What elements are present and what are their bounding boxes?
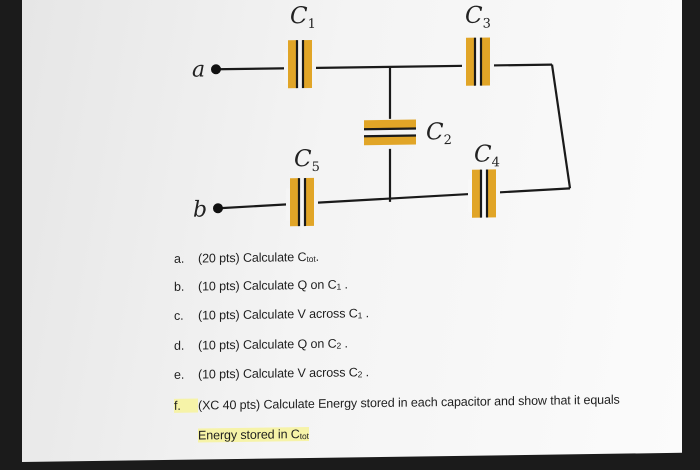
question-tail: . xyxy=(315,249,319,264)
question-text: (20 pts) Calculate C xyxy=(198,250,307,266)
question-d: d.(10 pts) Calculate Q on C2 . xyxy=(174,336,348,352)
question-f: f.(XC 40 pts) Calculate Energy stored in… xyxy=(174,393,620,413)
right-wire xyxy=(550,64,572,189)
capacitor-c1 xyxy=(284,39,316,89)
question-e: e.(10 pts) Calculate V across C2 . xyxy=(174,365,369,382)
question-tail: . xyxy=(362,306,370,321)
capacitor-c2 xyxy=(364,118,416,150)
question-letter: b. xyxy=(174,279,185,294)
label-c4: C4 xyxy=(474,141,500,170)
label-c3: C3 xyxy=(465,2,491,31)
circuit-diagram: a b C1 C3 C2 C5 C4 xyxy=(192,2,572,227)
capacitor-c3 xyxy=(462,37,494,86)
continuation-subscript: tot xyxy=(299,430,309,442)
question-text: (10 pts) Calculate Q on C xyxy=(198,336,337,353)
label-c1: C1 xyxy=(290,3,316,32)
worksheet-page: a b C1 C3 C2 C5 C4 a. (20 pts) Calculate … xyxy=(22,0,682,463)
question-c: c.(10 pts) Calculate V across C1 . xyxy=(174,306,369,323)
question-text: (10 pts) Calculate Q on C xyxy=(198,277,337,294)
question-a: a. (20 pts) Calculate Ctot. xyxy=(174,250,319,266)
question-text: (XC 40 pts) Calculate Energy stored in e… xyxy=(198,392,620,413)
question-b: b.(10 pts) Calculate Q on C1 . xyxy=(174,277,348,293)
question-letter: c. xyxy=(174,308,184,323)
terminal-b-dot xyxy=(213,203,223,214)
question-text: (10 pts) Calculate V across C xyxy=(198,365,358,382)
question-tail: . xyxy=(341,336,348,351)
terminal-b-label: b xyxy=(193,197,207,222)
label-c5: C5 xyxy=(294,146,320,175)
bottom-wire xyxy=(218,187,571,210)
terminal-a-label: a xyxy=(192,57,205,82)
label-c2: C2 xyxy=(426,119,452,148)
question-letter: a. xyxy=(174,251,185,266)
question-tail: . xyxy=(341,277,348,292)
top-wire xyxy=(217,63,552,71)
circuit-wires xyxy=(217,63,572,210)
question-letter: e. xyxy=(174,367,185,382)
terminal-a-dot xyxy=(211,64,221,75)
question-tail: . xyxy=(362,365,370,380)
question-text: (10 pts) Calculate V across C xyxy=(198,306,358,323)
question-letter: f. xyxy=(174,398,198,413)
capacitor-c4 xyxy=(468,169,500,218)
capacitor-c5 xyxy=(286,177,318,227)
question-letter: d. xyxy=(174,338,185,353)
question-subscript: tot xyxy=(306,253,316,265)
question-f-continuation: Energy stored in Ctot xyxy=(198,426,309,443)
continuation-text: Energy stored in Ctot xyxy=(198,426,309,443)
